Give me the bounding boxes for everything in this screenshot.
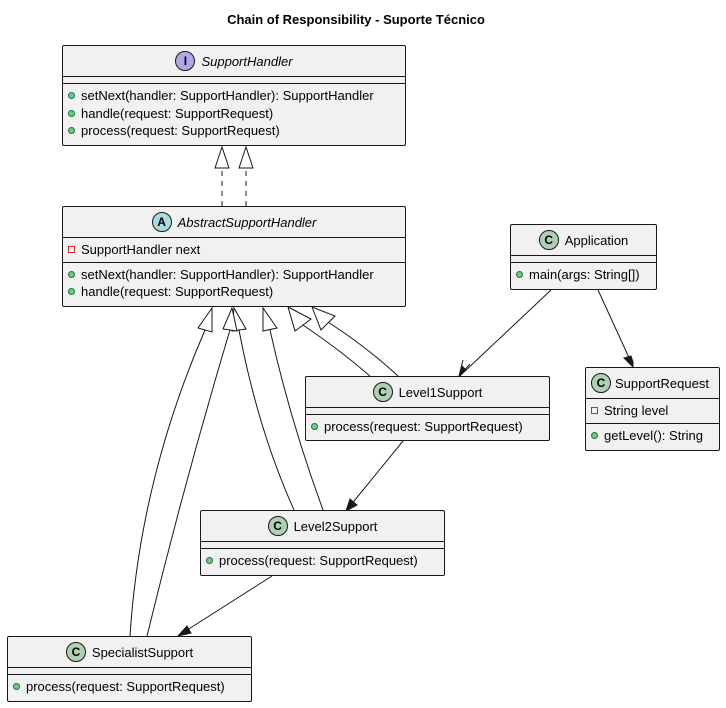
class-name: SpecialistSupport <box>91 644 194 660</box>
public-icon <box>68 109 75 117</box>
method: setNext(handler: SupportHandler): Suppor… <box>68 87 405 105</box>
class-abstract-support-handler[interactable]: A AbstractSupportHandler SupportHandler … <box>62 206 406 307</box>
generalization-edge <box>146 329 231 637</box>
generalization-edge <box>327 321 399 377</box>
generalization-arrowhead <box>222 306 238 332</box>
fields-section: String level <box>586 399 719 424</box>
public-icon <box>516 271 523 279</box>
methods-section: getLevel(): String <box>586 424 719 448</box>
generalization-arrowhead <box>262 306 278 332</box>
class-name: Level2Support <box>293 518 378 534</box>
public-icon <box>68 92 75 100</box>
association-arrowhead <box>458 365 467 379</box>
abstract-class-icon: A <box>151 212 172 232</box>
class-name: Level1Support <box>398 384 483 400</box>
fields-section: SupportHandler next <box>63 238 405 263</box>
public-icon <box>13 683 20 691</box>
method: process(request: SupportRequest) <box>13 678 251 696</box>
generalization-edge <box>269 329 324 511</box>
class-icon: C <box>538 230 559 250</box>
methods-section: process(request: SupportRequest) <box>201 549 444 573</box>
methods-section: main(args: String[]) <box>511 263 656 287</box>
class-name: SupportHandler <box>201 53 293 69</box>
class-support-request[interactable]: C SupportRequest String level getLevel()… <box>585 367 720 451</box>
public-icon <box>311 423 318 431</box>
class-name: AbstractSupportHandler <box>177 214 317 230</box>
method: process(request: SupportRequest) <box>311 418 549 436</box>
field: SupportHandler next <box>68 241 405 259</box>
association-edge <box>349 440 404 507</box>
methods-section: setNext(handler: SupportHandler): Suppor… <box>63 84 405 143</box>
class-specialist-support[interactable]: C SpecialistSupport process(request: Sup… <box>7 636 252 702</box>
association-arrowhead <box>345 498 358 513</box>
association-edge <box>463 289 552 373</box>
class-header: C Level2Support <box>201 511 444 542</box>
class-header: I SupportHandler <box>63 46 405 77</box>
class-icon: C <box>65 642 86 662</box>
interface-icon: I <box>175 51 196 71</box>
class-header: C Level1Support <box>306 377 549 408</box>
method: process(request: SupportRequest) <box>206 552 444 570</box>
method: main(args: String[]) <box>516 266 656 284</box>
fields-section <box>63 77 405 84</box>
public-icon <box>68 127 75 135</box>
realization-arrowhead <box>238 145 254 169</box>
association-edge <box>597 289 632 363</box>
generalization-edge <box>129 329 206 637</box>
generalization-edge <box>238 329 295 511</box>
generalization-arrowhead <box>197 306 213 333</box>
method: handle(request: SupportRequest) <box>68 283 405 301</box>
method: getLevel(): String <box>591 427 719 445</box>
generalization-arrowhead <box>287 306 312 332</box>
method: process(request: SupportRequest) <box>68 122 405 140</box>
private-icon <box>591 407 598 415</box>
class-header: C SupportRequest <box>586 368 719 399</box>
fields-section <box>511 256 656 263</box>
generalization-arrowhead <box>311 306 336 331</box>
fields-section <box>306 408 549 415</box>
class-name: Application <box>564 232 629 248</box>
realization-arrowhead <box>214 145 230 169</box>
class-icon: C <box>372 382 393 402</box>
class-name: SupportRequest <box>615 375 709 391</box>
methods-section: process(request: SupportRequest) <box>306 415 549 439</box>
method: setNext(handler: SupportHandler): Suppor… <box>68 266 405 284</box>
method: handle(request: SupportRequest) <box>68 105 405 123</box>
public-icon <box>68 270 75 278</box>
class-level1-support[interactable]: C Level1Support process(request: Support… <box>305 376 550 441</box>
private-icon <box>68 246 75 254</box>
class-icon: C <box>267 516 288 536</box>
fields-section <box>8 668 251 675</box>
public-icon <box>591 431 598 439</box>
class-header: A AbstractSupportHandler <box>63 207 405 238</box>
association-arrowhead <box>176 625 192 637</box>
public-icon <box>68 288 75 296</box>
class-level2-support[interactable]: C Level2Support process(request: Support… <box>200 510 445 576</box>
class-application[interactable]: C Application main(args: String[]) <box>510 224 657 290</box>
class-support-handler[interactable]: I SupportHandler setNext(handler: Suppor… <box>62 45 406 146</box>
generalization-edge <box>302 324 371 377</box>
association-edge <box>183 575 273 633</box>
class-icon: C <box>591 373 611 393</box>
diagram-title: Chain of Responsibility - Suporte Técnic… <box>227 12 485 27</box>
class-header: C SpecialistSupport <box>8 637 251 668</box>
public-icon <box>206 557 213 565</box>
fields-section <box>201 542 444 549</box>
methods-section: process(request: SupportRequest) <box>8 675 251 699</box>
class-header: C Application <box>511 225 656 256</box>
association-arrowhead <box>623 355 634 369</box>
field: String level <box>591 402 719 420</box>
methods-section: setNext(handler: SupportHandler): Suppor… <box>63 263 405 304</box>
